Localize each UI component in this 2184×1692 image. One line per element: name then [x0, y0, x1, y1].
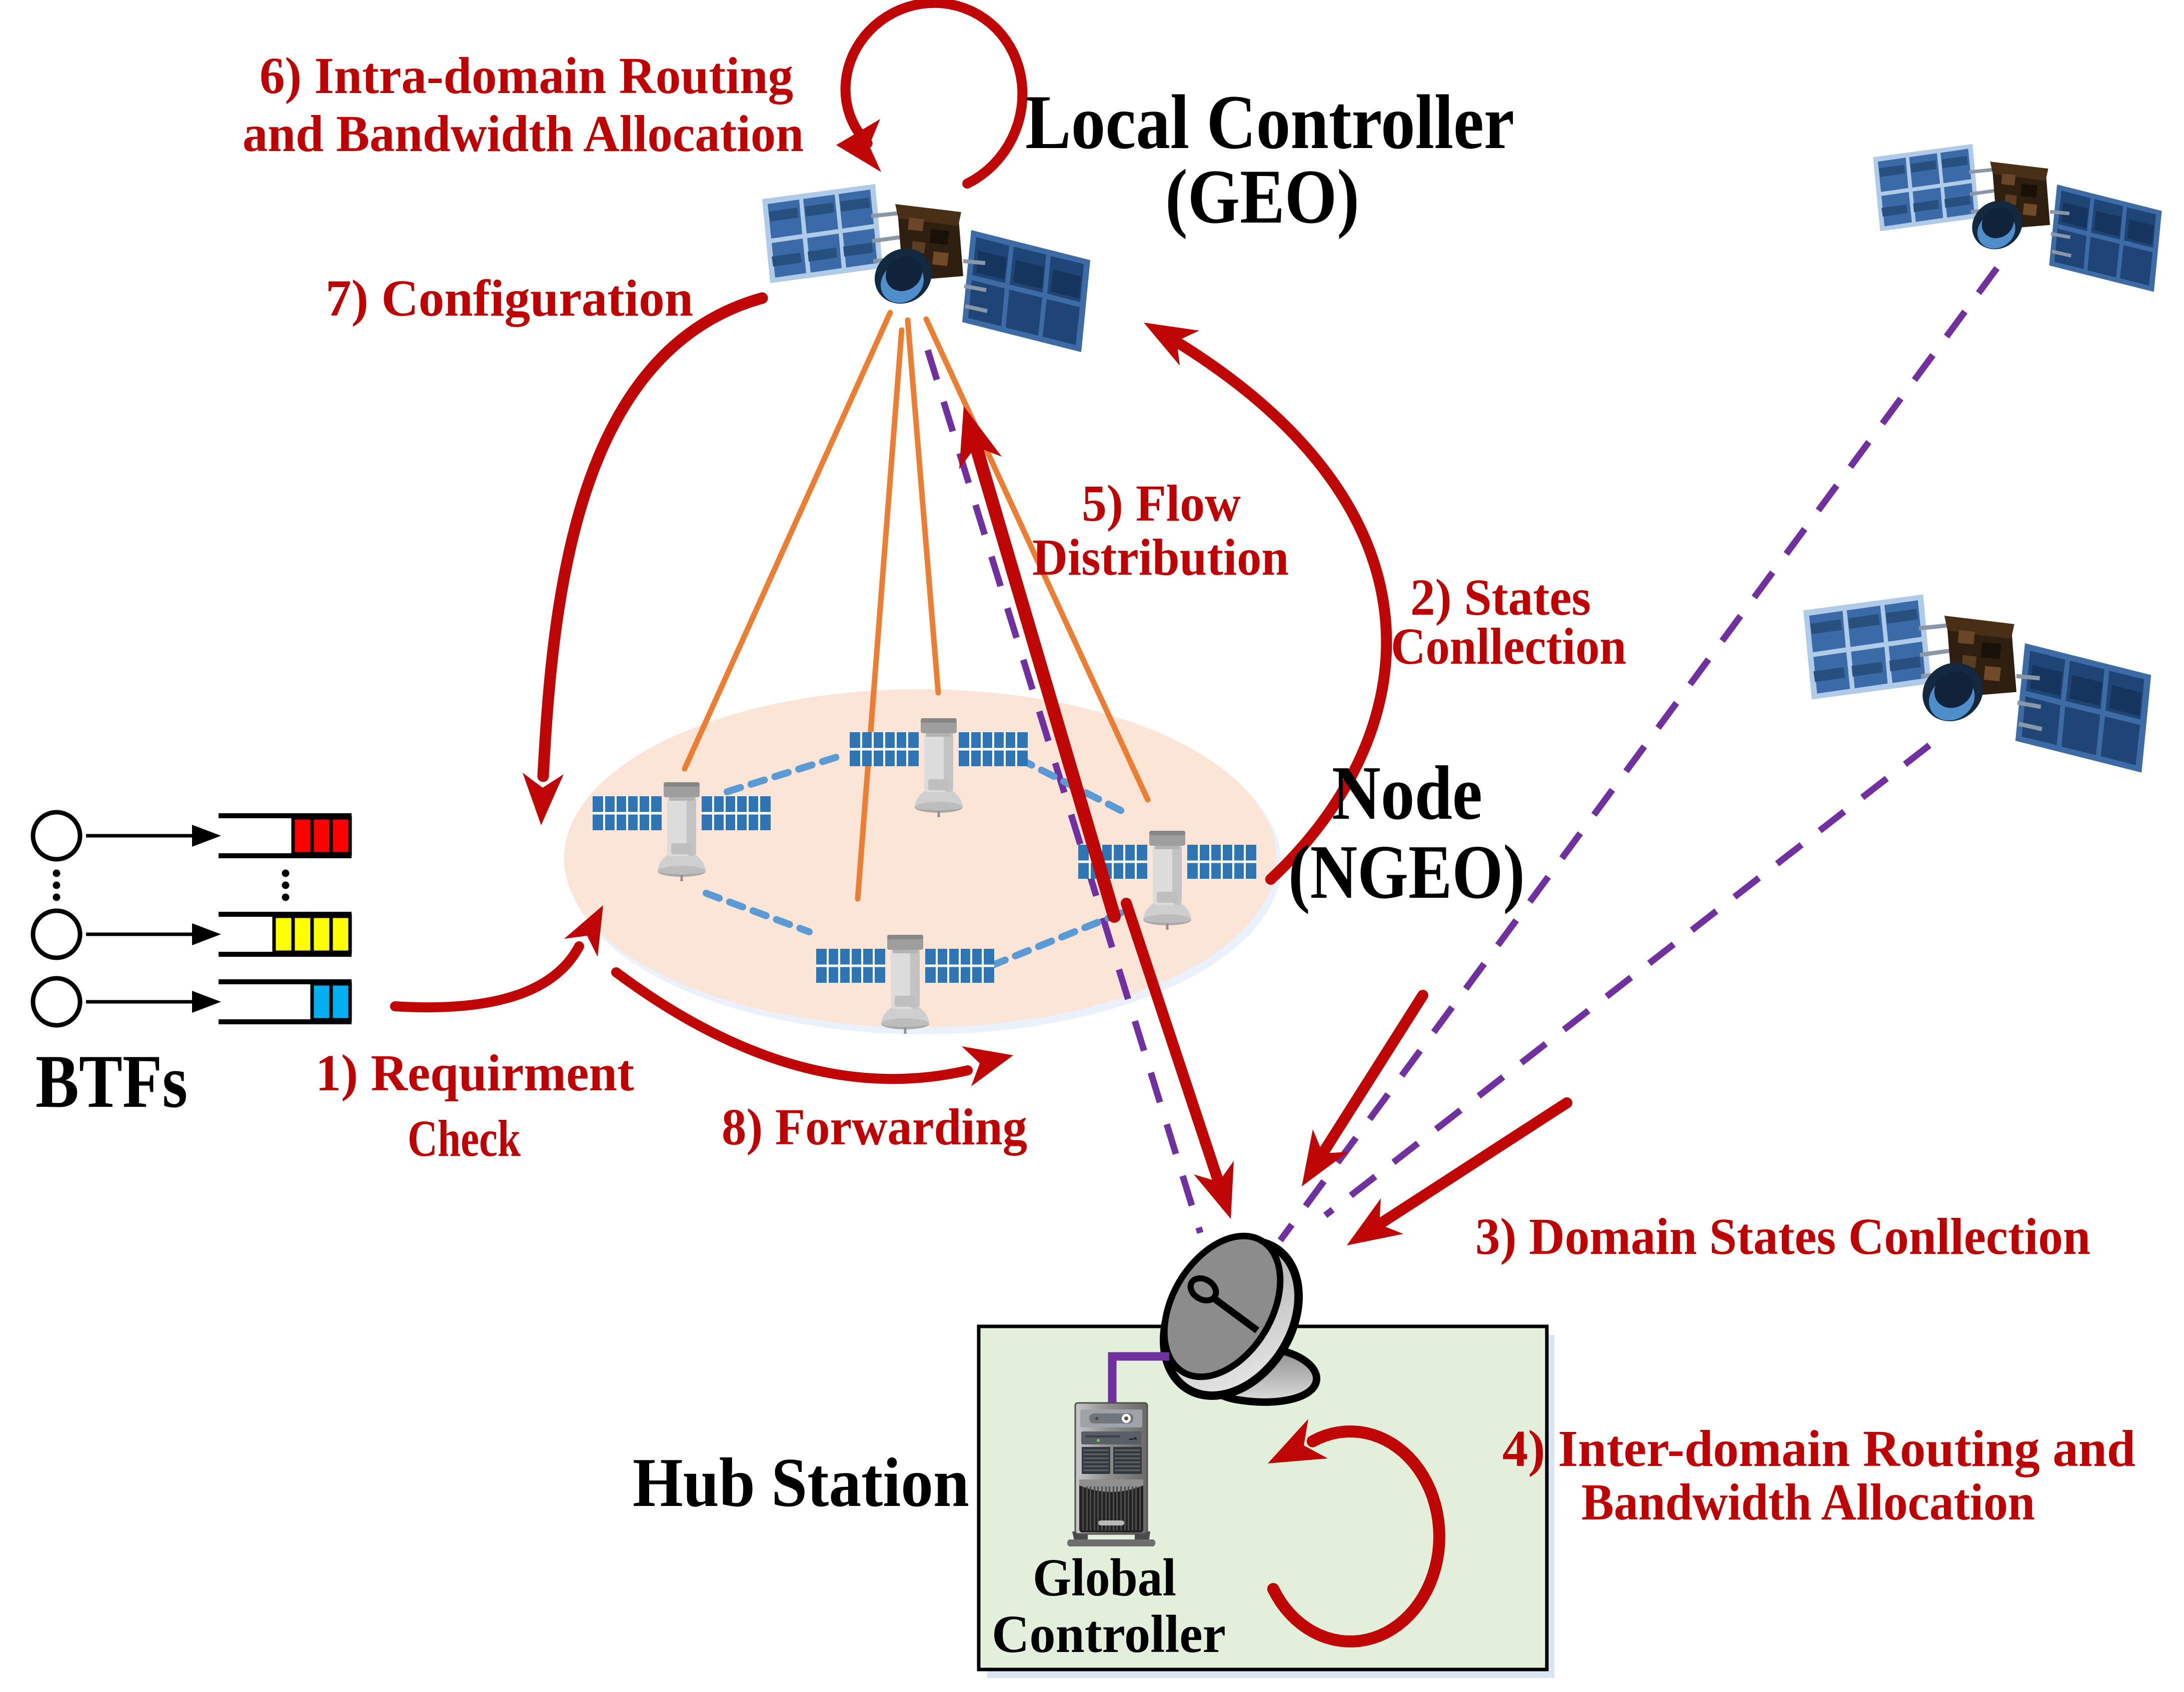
- svg-text:and Bandwidth Allocation: and Bandwidth Allocation: [243, 105, 804, 163]
- svg-text:Distribution: Distribution: [1032, 529, 1289, 586]
- svg-text:2) States: 2) States: [1410, 569, 1591, 626]
- svg-text:5) Flow: 5) Flow: [1082, 475, 1241, 532]
- svg-text:1) Requirment: 1) Requirment: [316, 1044, 634, 1102]
- svg-text:(NGEO): (NGEO): [1288, 830, 1525, 915]
- svg-text:Check: Check: [408, 1110, 521, 1167]
- svg-text:Hub Station: Hub Station: [633, 1444, 969, 1521]
- svg-text:Controller: Controller: [992, 1605, 1226, 1664]
- svg-text:7) Configuration: 7) Configuration: [326, 270, 693, 327]
- svg-text:8) Forwarding: 8) Forwarding: [722, 1098, 1027, 1156]
- svg-text:Global: Global: [1033, 1548, 1176, 1607]
- svg-text:Conllection: Conllection: [1391, 618, 1626, 675]
- svg-text:Bandwidth Allocation: Bandwidth Allocation: [1581, 1473, 2035, 1531]
- svg-text:Node: Node: [1332, 751, 1482, 836]
- svg-text:3) Domain States Conllection: 3) Domain States Conllection: [1475, 1208, 2090, 1265]
- svg-text:(GEO): (GEO): [1165, 154, 1359, 240]
- svg-text:4) Inter-domain Routing and: 4) Inter-domain Routing and: [1502, 1420, 2135, 1477]
- svg-text:BTFs: BTFs: [36, 1039, 188, 1123]
- svg-text:6) Intra-domain Routing: 6) Intra-domain Routing: [260, 47, 793, 105]
- svg-text:Local Controller: Local Controller: [1025, 79, 1514, 165]
